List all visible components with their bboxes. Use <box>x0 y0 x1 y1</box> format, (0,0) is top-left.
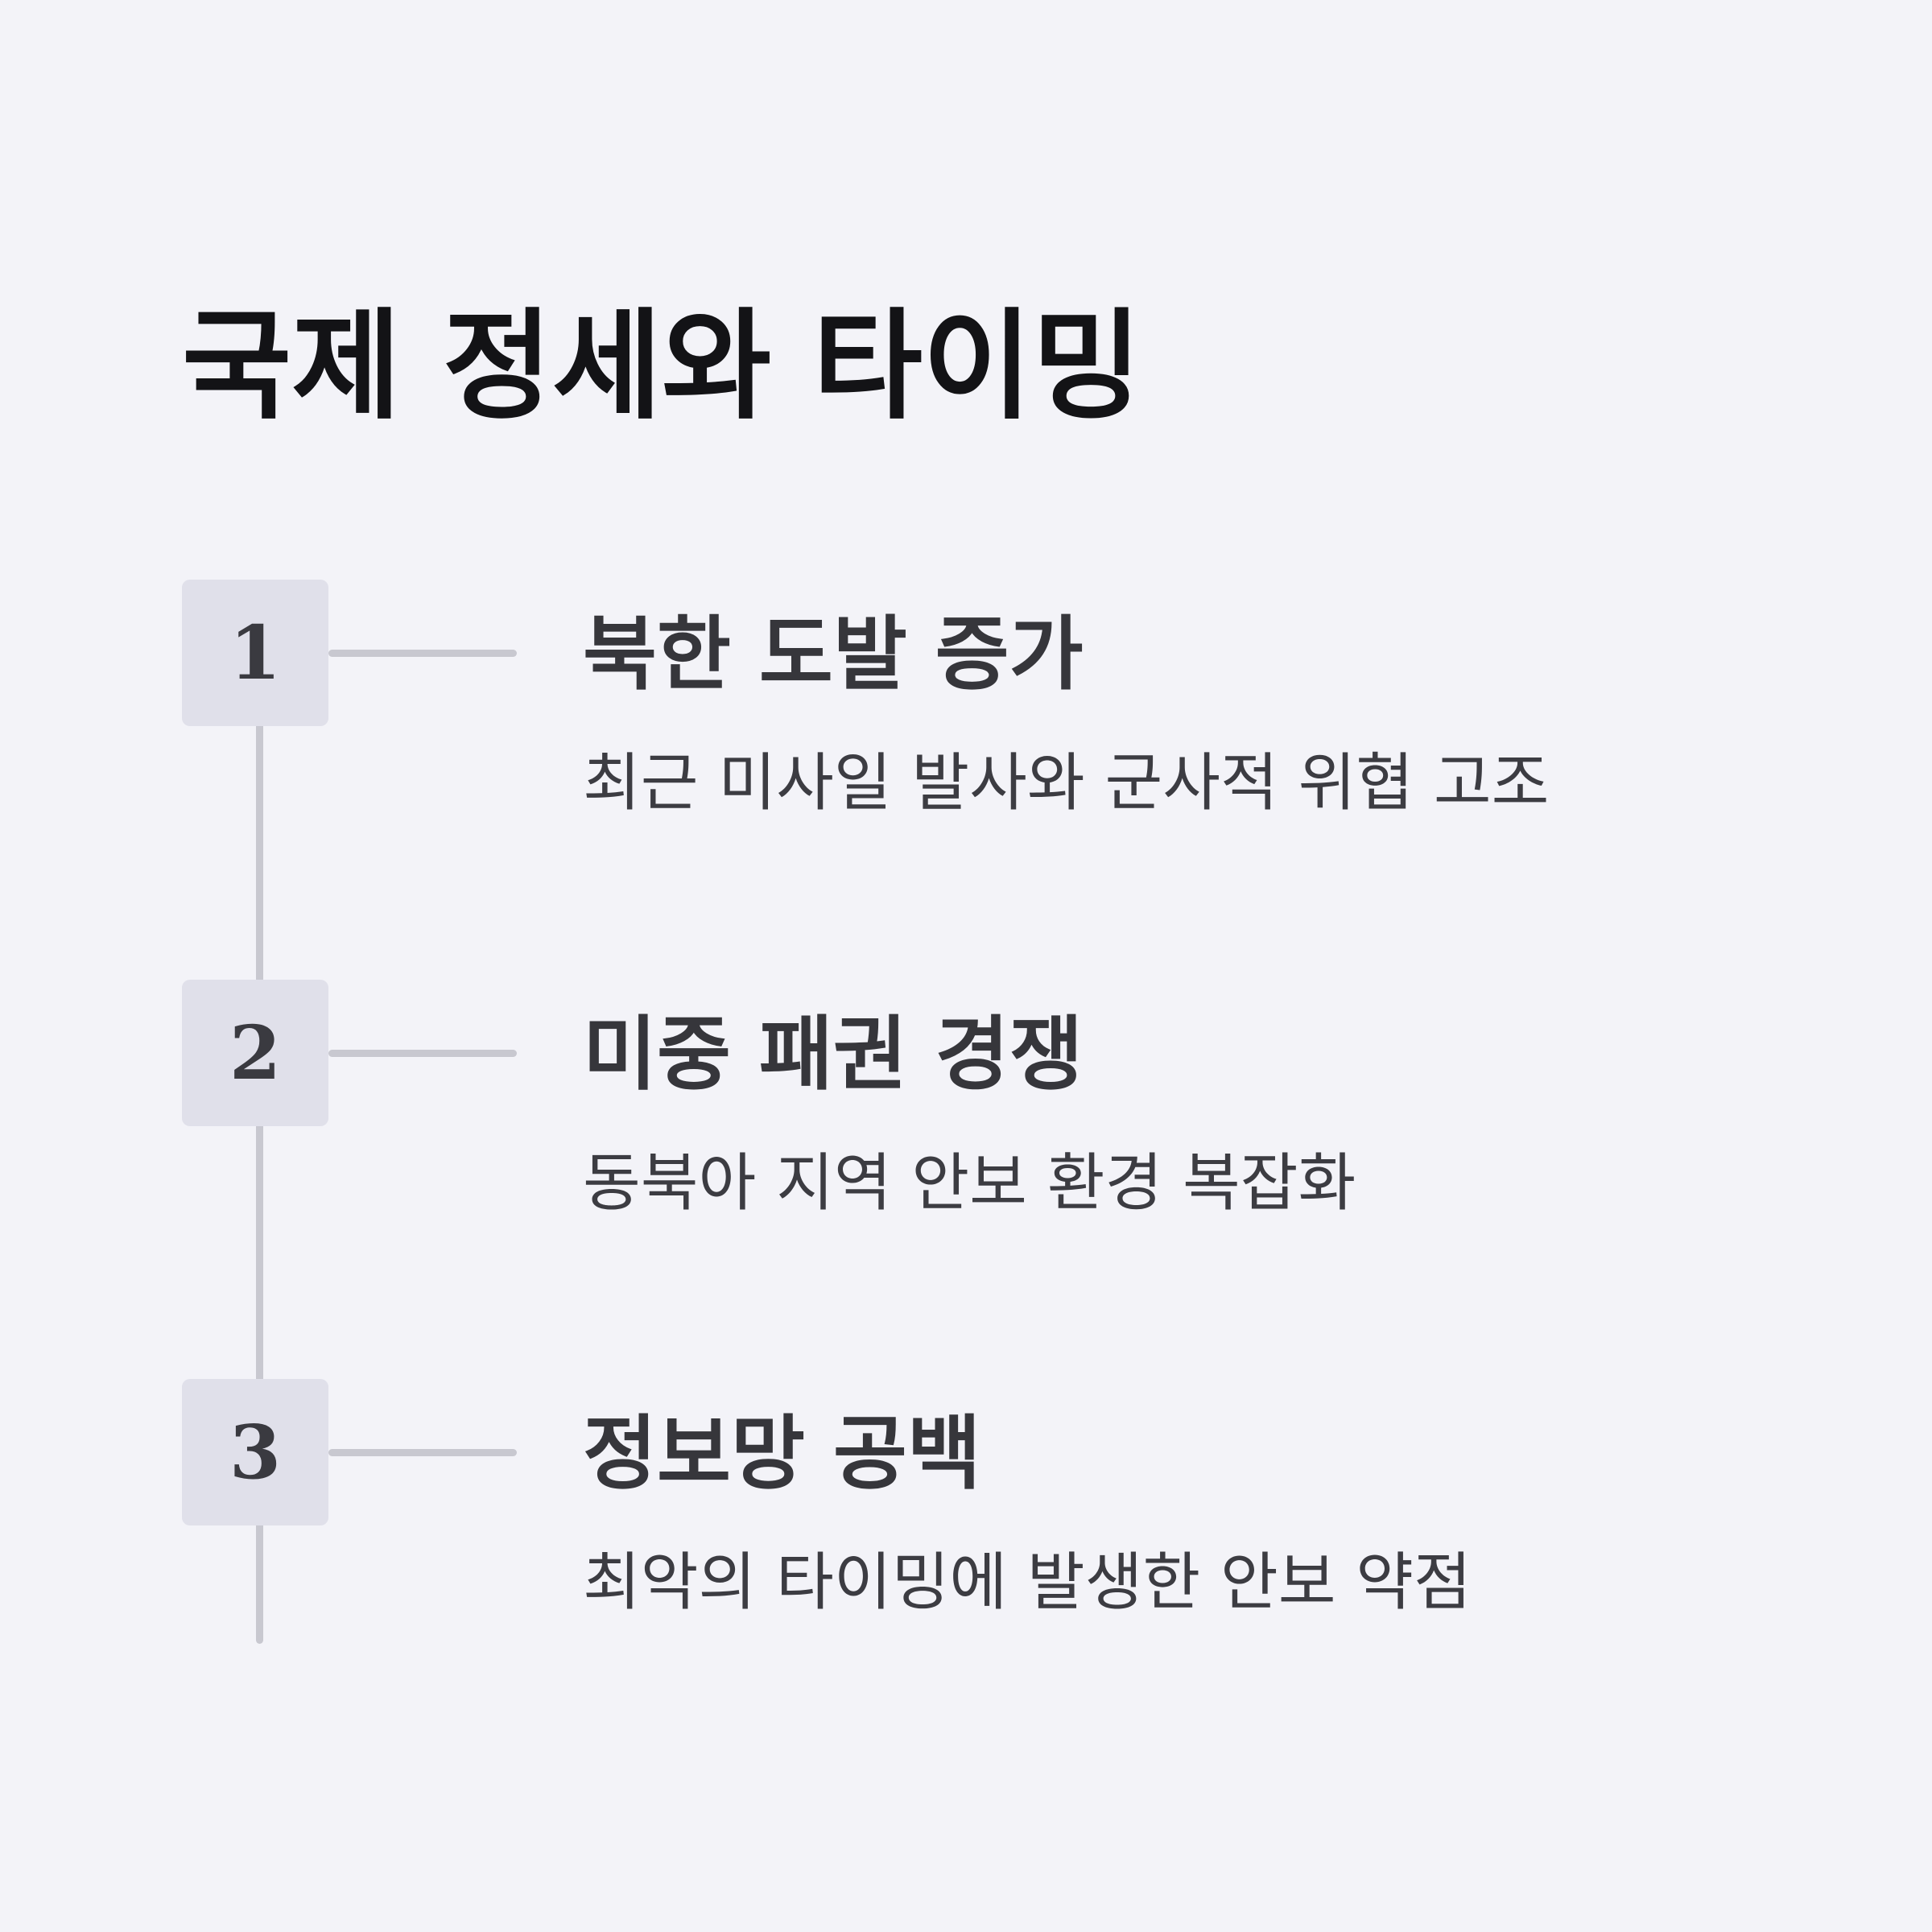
page-title: 국제 정세와 타이밍 <box>182 297 1142 436</box>
step-number-box: 3 <box>182 1379 328 1525</box>
step-description: 최악의 타이밍에 발생한 안보 약점 <box>583 1546 1472 1619</box>
timeline-step-2: 2 미중 패권 경쟁 동북아 지역 안보 환경 복잡화 <box>0 980 1932 1269</box>
step-number: 2 <box>229 1009 281 1096</box>
step-connector <box>328 1050 517 1057</box>
step-heading: 북한 도발 증가 <box>583 607 1084 701</box>
step-number-box: 2 <box>182 980 328 1126</box>
step-number: 1 <box>229 609 281 696</box>
step-description: 동북아 지역 안보 환경 복잡화 <box>583 1147 1356 1220</box>
step-heading: 미중 패권 경쟁 <box>583 1007 1084 1101</box>
timeline-step-3: 3 정보망 공백 최악의 타이밍에 발생한 안보 약점 <box>0 1379 1932 1669</box>
timeline-rail <box>256 654 263 1644</box>
step-heading: 정보망 공백 <box>583 1406 981 1501</box>
step-description: 최근 미사일 발사와 군사적 위협 고조 <box>583 747 1550 819</box>
step-connector <box>328 650 517 657</box>
step-number: 3 <box>229 1409 281 1496</box>
timeline-step-1: 1 북한 도발 증가 최근 미사일 발사와 군사적 위협 고조 <box>0 580 1932 869</box>
step-connector <box>328 1449 517 1456</box>
step-number-box: 1 <box>182 580 328 726</box>
